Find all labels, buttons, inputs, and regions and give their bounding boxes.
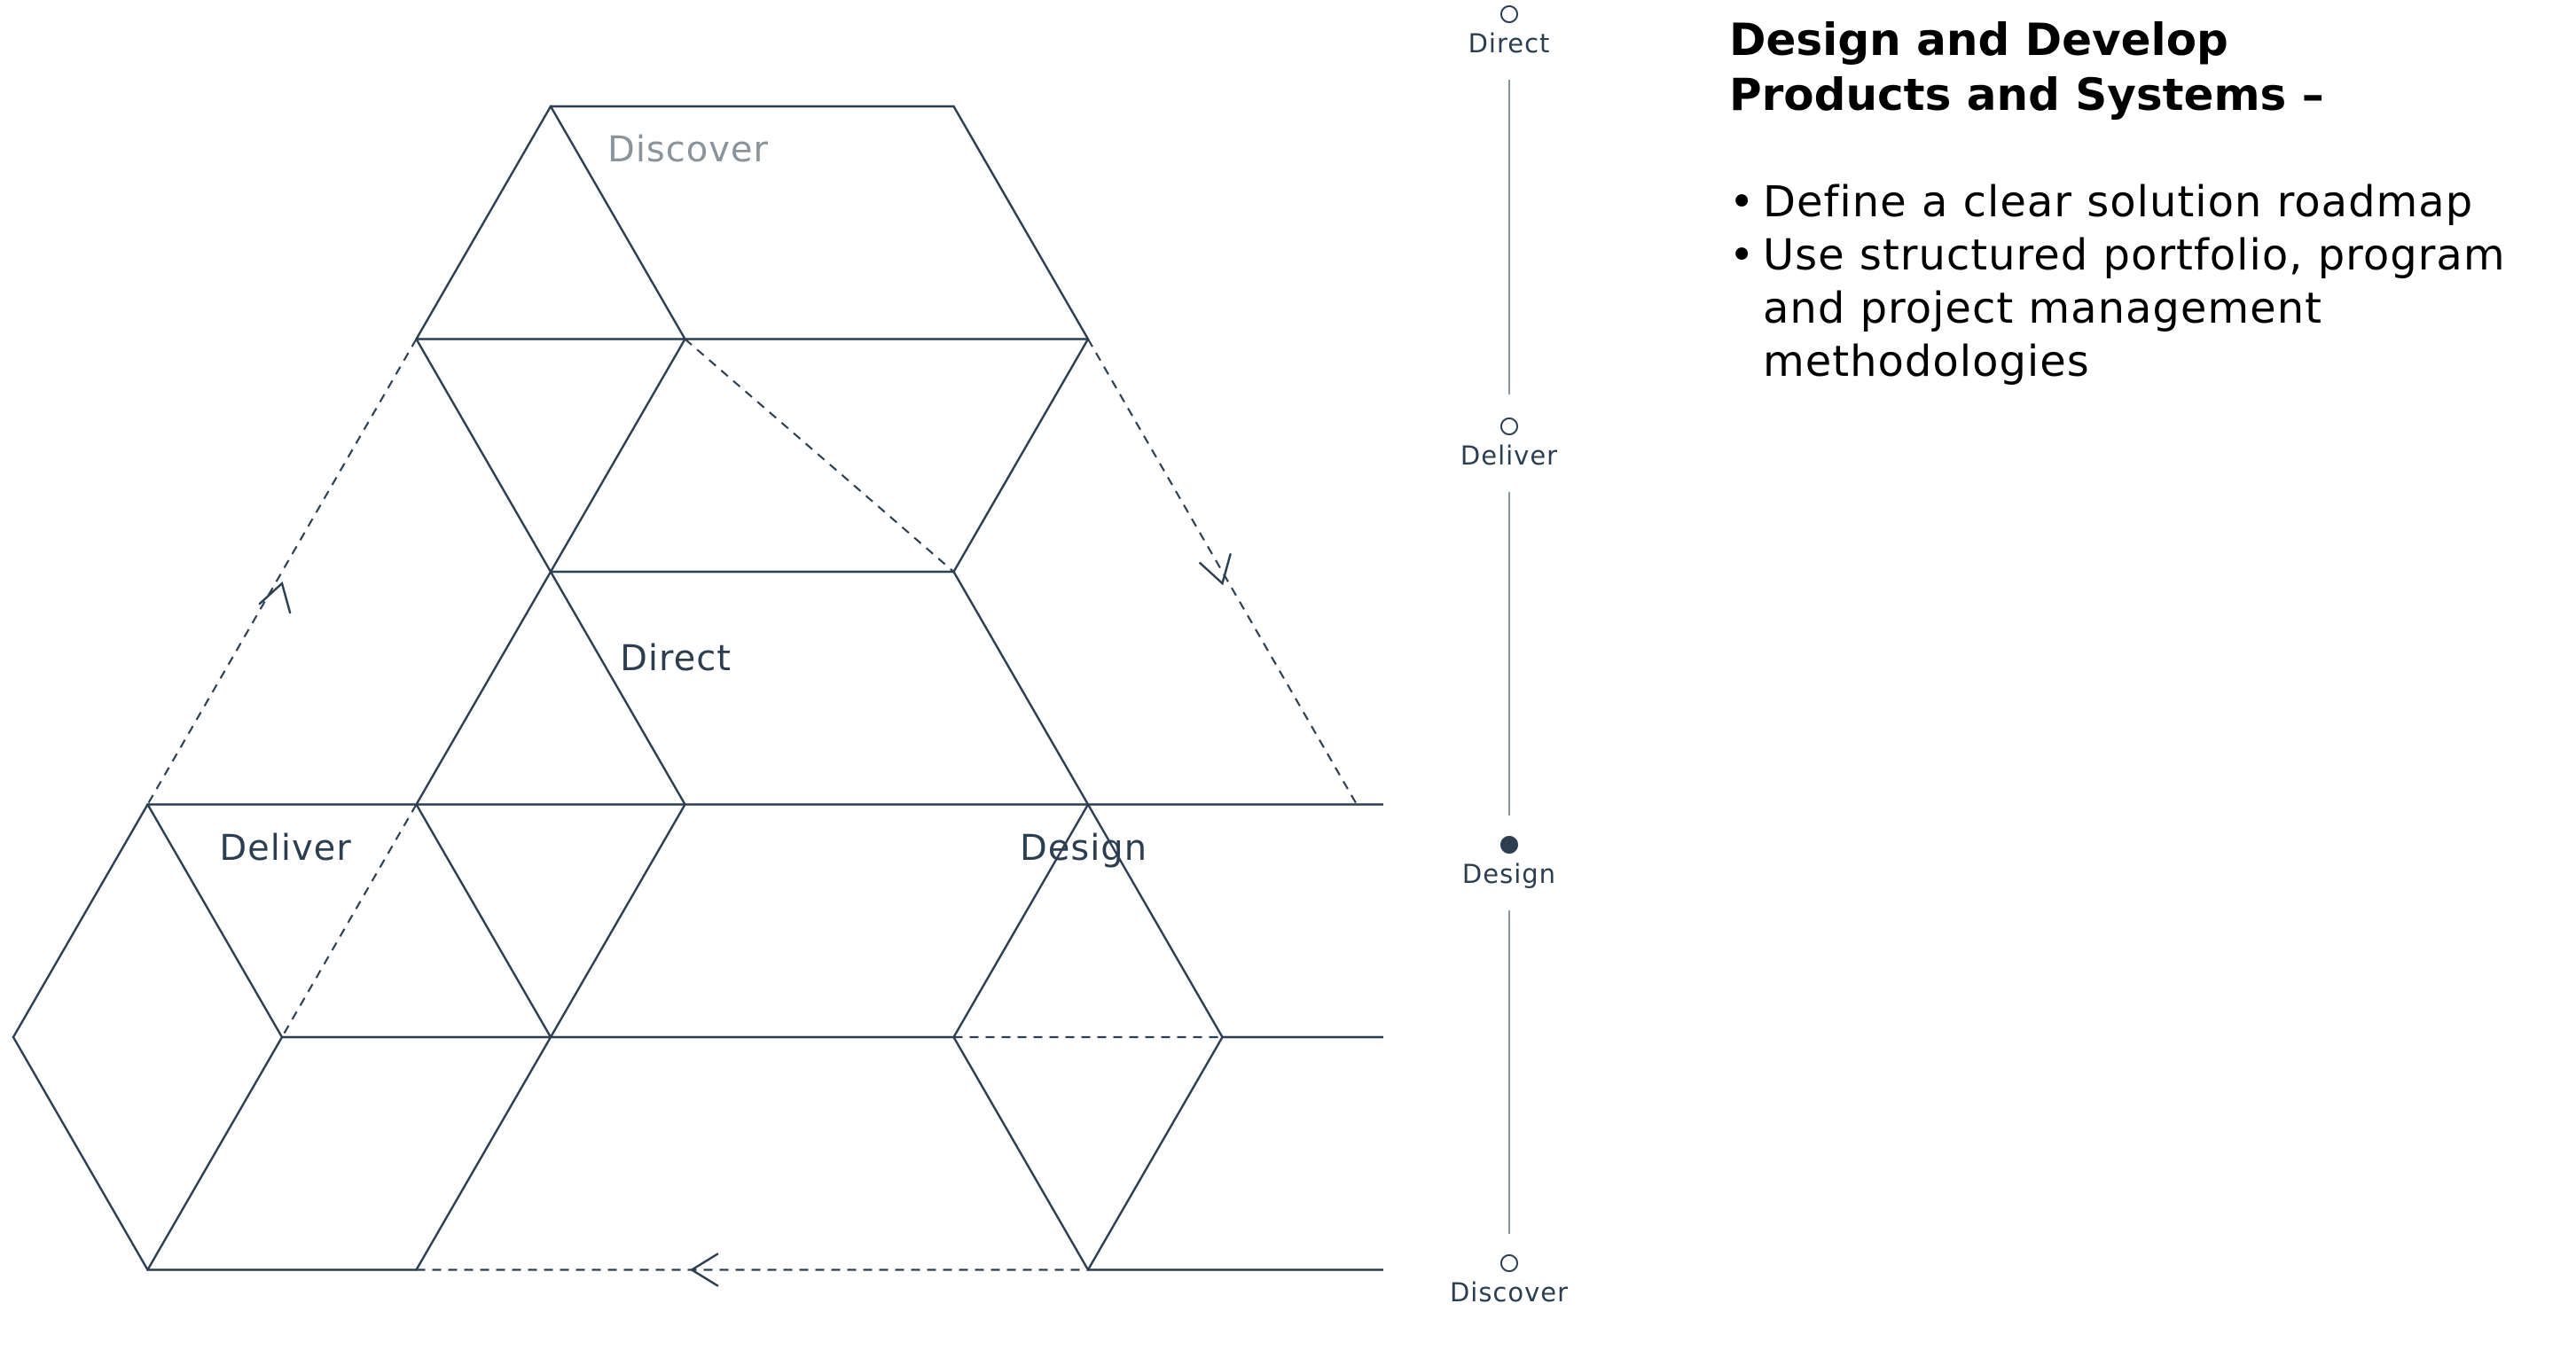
bullet-text: Define a clear solution roadmap xyxy=(1763,177,2474,227)
step-indicator-icon xyxy=(1500,5,1518,23)
rhombus-edge xyxy=(952,803,1090,1039)
rhombus-edge xyxy=(12,1035,149,1271)
rhombus-edge xyxy=(415,570,552,806)
dashed-cycle-paths xyxy=(146,338,1358,1271)
dashed-path xyxy=(1087,338,1358,806)
rhombus-edge xyxy=(415,803,552,1039)
rhombus-edge xyxy=(415,105,552,340)
arrow-chevron-icon xyxy=(689,1253,719,1287)
dashed-path xyxy=(146,338,418,806)
rhombus-edge xyxy=(415,338,552,574)
timeline-step-label: Design xyxy=(1461,859,1557,889)
step-indicator-active-icon xyxy=(1500,836,1518,854)
region-label-deliver[interactable]: Deliver xyxy=(219,828,351,869)
bullet-icon: • xyxy=(1729,230,1756,280)
arrow-chevron-icon xyxy=(1199,553,1232,586)
rhombus-edge xyxy=(549,105,686,340)
rhombus-edge xyxy=(549,338,686,574)
rhombus-edge xyxy=(952,338,1090,574)
process-triangle-diagram: Discover Direct Deliver Design xyxy=(12,105,1383,1287)
panel-bullet-item: •Use structured portfolio, program and p… xyxy=(1729,229,2572,388)
rhombus-edge xyxy=(952,570,1090,806)
cycle-arrows xyxy=(258,553,1232,1287)
timeline-step-discover[interactable]: Discover xyxy=(1421,1254,1598,1307)
rhombus-edge xyxy=(952,105,1090,340)
panel-bullet-list: •Define a clear solution roadmap •Use st… xyxy=(1729,176,2572,388)
step-indicator-icon xyxy=(1500,418,1518,435)
rhombus-edge xyxy=(1086,803,1224,1039)
timeline-connector xyxy=(1508,492,1510,816)
timeline-step-design[interactable]: Design xyxy=(1421,836,1598,889)
rhombus-edge xyxy=(1086,1035,1224,1271)
timeline-step-deliver[interactable]: Deliver xyxy=(1421,418,1598,471)
rhombus-edge xyxy=(415,1035,552,1271)
region-label-direct[interactable]: Direct xyxy=(620,638,732,679)
rhombus-edge xyxy=(146,1035,284,1271)
step-timeline: Direct Deliver Design Discover xyxy=(1421,0,1598,1366)
step-indicator-icon xyxy=(1500,1254,1518,1272)
step-description-panel: Design and Develop Products and Systems … xyxy=(1729,12,2572,388)
region-label-discover[interactable]: Discover xyxy=(607,129,769,170)
rhombus-edge xyxy=(146,803,284,1039)
rhombus-edge xyxy=(549,803,686,1039)
rhombus-edge xyxy=(549,570,686,806)
dashed-path xyxy=(281,803,418,1038)
panel-bullet-item: •Define a clear solution roadmap xyxy=(1729,176,2572,229)
dashed-path xyxy=(684,338,955,573)
rhombus-edge xyxy=(12,803,149,1039)
timeline-step-label: Discover xyxy=(1449,1277,1570,1307)
timeline-step-label: Direct xyxy=(1468,28,1551,59)
timeline-connector xyxy=(1508,910,1510,1234)
bullet-text: Use structured portfolio, program and pr… xyxy=(1763,230,2506,386)
region-label-design[interactable]: Design xyxy=(1020,828,1147,869)
rhombus-edge xyxy=(952,1035,1090,1271)
panel-title: Design and Develop Products and Systems … xyxy=(1729,14,2324,121)
arrow-chevron-icon xyxy=(258,581,292,614)
bullet-icon: • xyxy=(1729,177,1756,227)
timeline-step-direct[interactable]: Direct xyxy=(1421,5,1598,59)
rhombus-grid xyxy=(12,105,1383,1271)
timeline-connector xyxy=(1508,80,1510,394)
timeline-step-label: Deliver xyxy=(1460,441,1559,471)
